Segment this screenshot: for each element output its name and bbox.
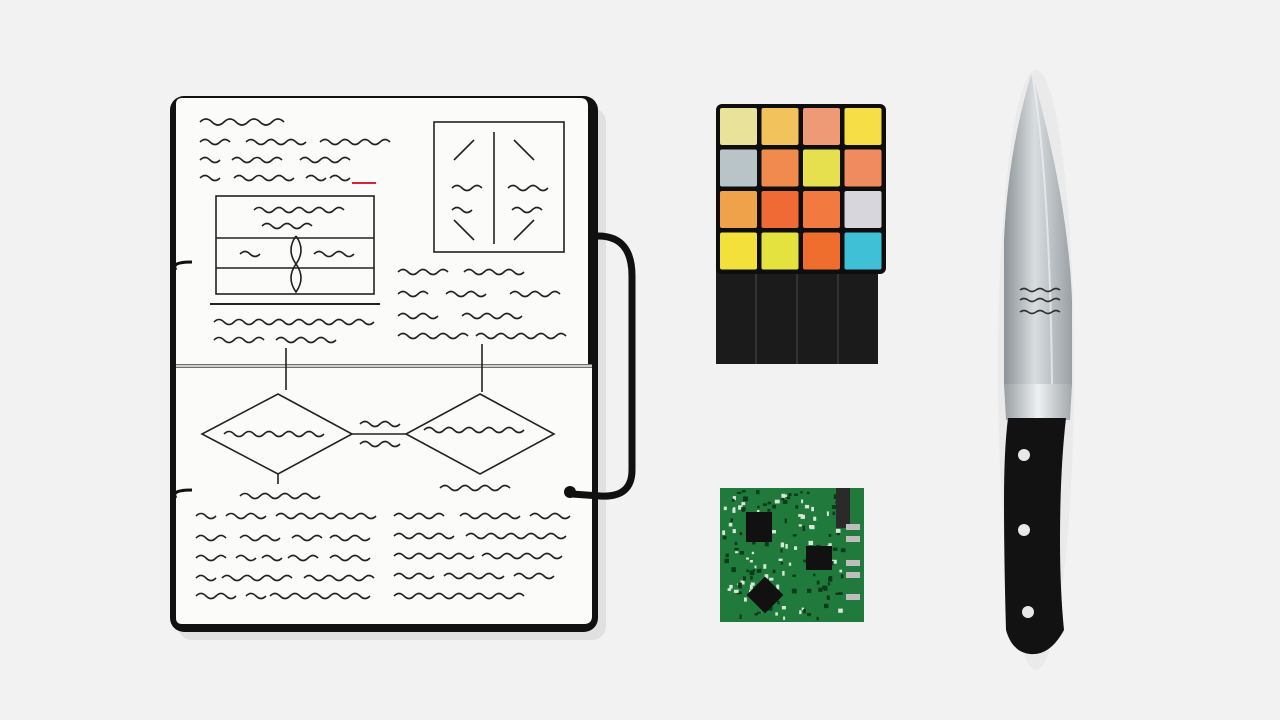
circuit-board xyxy=(720,488,864,622)
puzzle-cube xyxy=(716,104,886,364)
cube-tile xyxy=(803,108,840,145)
cube-tile xyxy=(844,149,882,187)
binder-ring-bottom xyxy=(173,488,193,499)
cube-tile xyxy=(720,191,757,228)
cube-tile xyxy=(720,108,757,145)
blade-edge-highlight xyxy=(1031,71,1053,387)
cube-tile xyxy=(761,108,799,145)
knife-blade xyxy=(1004,72,1072,386)
cube-tile xyxy=(803,149,840,187)
cube-tile xyxy=(844,191,882,228)
table-sketch xyxy=(210,195,380,344)
blade-engraving xyxy=(1019,287,1061,315)
flowchart-diamonds xyxy=(200,393,556,500)
cube-tile xyxy=(761,191,799,228)
cube-side-lines xyxy=(755,270,839,364)
cube-tile xyxy=(844,108,882,145)
pcb-connector xyxy=(836,488,850,528)
cube-tile xyxy=(803,232,840,270)
cube-face xyxy=(716,104,886,274)
cube-tile xyxy=(720,232,757,270)
pcb-chip-1 xyxy=(746,512,772,542)
elastic-strap xyxy=(568,232,636,500)
knife-rivet-3 xyxy=(1022,606,1034,618)
knife-handle xyxy=(1004,418,1066,655)
arrow-diagram xyxy=(433,121,565,253)
cube-tiles xyxy=(720,108,882,270)
notebook-top-page xyxy=(176,98,588,364)
notebook xyxy=(170,96,636,640)
strap-ring xyxy=(564,486,576,498)
handwriting-top-left xyxy=(199,118,391,182)
cube-tile xyxy=(761,149,799,187)
cube-tile xyxy=(844,232,882,270)
knife-rivet-2 xyxy=(1018,524,1030,536)
cube-tile xyxy=(761,232,799,270)
pcb-chip-3 xyxy=(746,576,784,614)
chef-knife xyxy=(998,70,1074,670)
pcb-pins xyxy=(846,524,860,600)
handwriting-bottom xyxy=(195,512,571,600)
knife-bolster xyxy=(1004,384,1072,420)
knife-rivet-1 xyxy=(1018,449,1030,461)
handwriting-top-right xyxy=(285,268,567,392)
cube-tile xyxy=(720,149,757,187)
cube-tile xyxy=(803,191,840,228)
binder-ring-top xyxy=(173,260,193,271)
notebook-bottom-page xyxy=(176,368,592,624)
pcb-chip-2 xyxy=(806,546,832,570)
